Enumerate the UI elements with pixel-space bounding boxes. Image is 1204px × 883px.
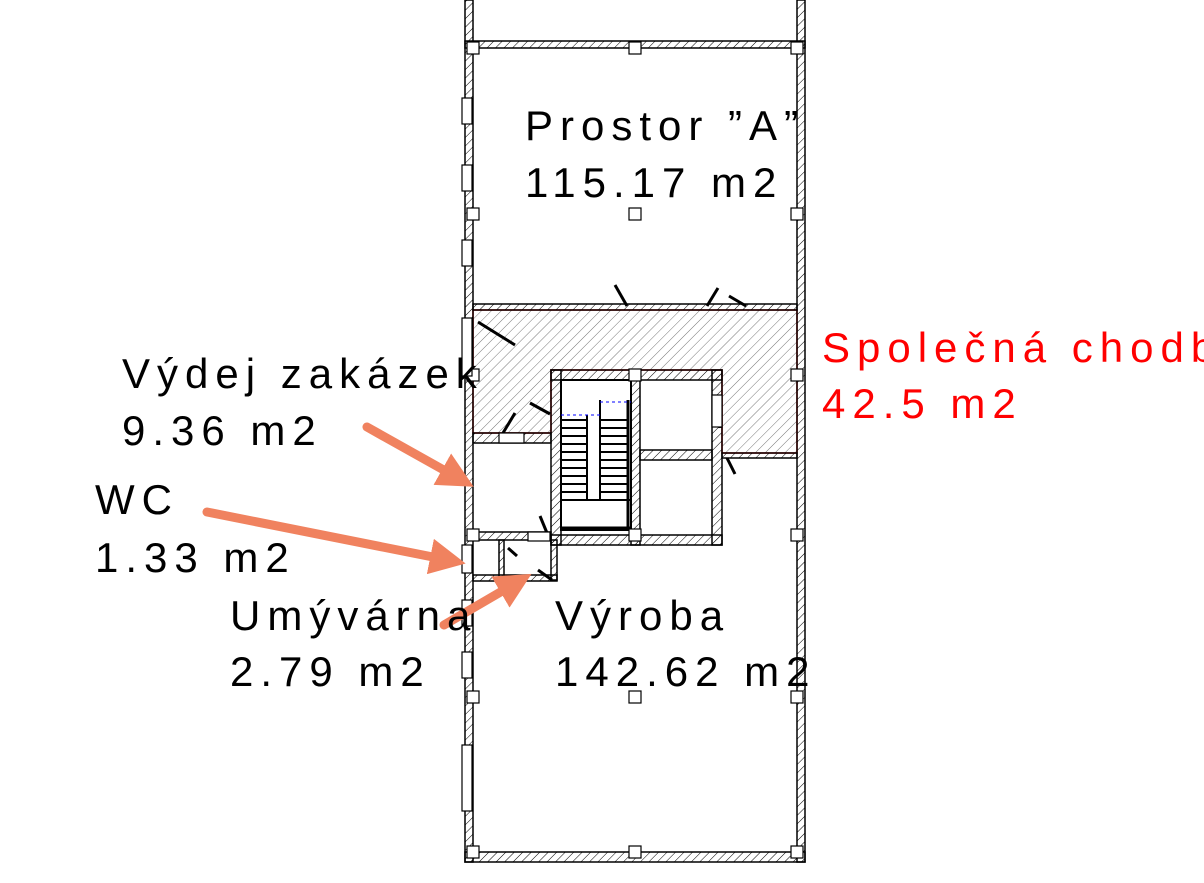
column (466, 207, 480, 221)
room-name-prostor-a: Prostor ”A” (525, 102, 805, 149)
doors (461, 97, 747, 812)
column (790, 207, 804, 221)
column (628, 207, 642, 221)
column (628, 845, 642, 859)
column (790, 368, 804, 382)
column (790, 690, 804, 704)
room-area-umyvarna: 2.79 m2 (230, 648, 431, 695)
room-name-vydej: Výdej zakázek (122, 350, 484, 397)
column (466, 528, 480, 542)
room-name-chodba: Společná chodba (822, 324, 1204, 371)
column (628, 41, 642, 55)
room-name-vyroba: Výroba (555, 592, 730, 639)
room-name-umyvarna: Umývárna (230, 592, 477, 639)
room-area-prostor-a: 115.17 m2 (525, 159, 783, 206)
staircase (560, 379, 632, 531)
room-name-wc: WC (95, 476, 179, 523)
column (790, 528, 804, 542)
column (628, 690, 642, 704)
room-area-vyroba: 142.62 m2 (555, 648, 816, 695)
room-area-chodba: 42.5 m2 (822, 380, 1023, 427)
annotation-arrows (202, 422, 532, 630)
column (466, 41, 480, 55)
room-area-wc: 1.33 m2 (95, 534, 296, 581)
column (628, 528, 642, 542)
column (466, 845, 480, 859)
column (628, 368, 642, 382)
column (466, 690, 480, 704)
column (790, 845, 804, 859)
column (790, 41, 804, 55)
columns (466, 41, 804, 859)
room-area-vydej: 9.36 m2 (122, 407, 323, 454)
